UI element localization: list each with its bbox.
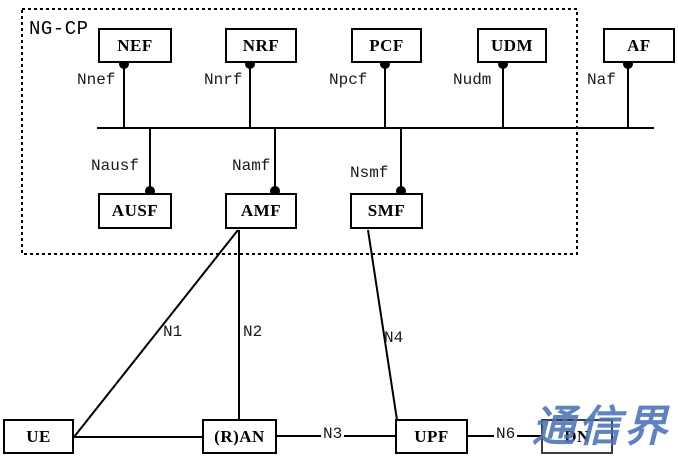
node-ausf: AUSF [98,193,172,229]
node-ran: (R)AN [202,419,277,454]
node-ue-label: UE [26,426,51,446]
node-amf-label: AMF [240,201,282,220]
link-n4-smf-upf [367,229,398,421]
node-af: AF [603,28,675,63]
node-dn-label: DN [564,426,590,446]
node-smf-label: SMF [367,201,406,220]
node-ue: UE [3,419,74,454]
watermark: 通信界 [532,402,670,452]
node-upf: UPF [395,419,468,454]
node-ran-label: (R)AN [214,426,265,446]
link-n1-amf-ue [73,229,239,438]
node-nrf: NRF [225,28,297,63]
node-amf: AMF [225,193,297,229]
node-af-label: AF [627,35,651,55]
node-dn: DN [541,419,613,454]
node-smf: SMF [350,193,423,229]
ng-cp-dashed-border [21,8,578,255]
ng-cp-group-label: NG-CP [29,18,89,40]
label-n4: N4 [384,329,404,347]
node-udm-label: UDM [490,35,534,55]
node-ausf-label: AUSF [111,201,159,220]
label-n3: N3 [321,425,345,443]
label-namf: Namf [232,157,271,175]
label-nausf: Nausf [91,157,140,175]
node-upf-label: UPF [414,426,449,446]
label-n6: N6 [494,425,518,443]
label-nnef: Nnef [77,71,116,89]
label-npcf: Npcf [329,71,368,89]
node-nef-label: NEF [117,35,153,55]
node-pcf: PCF [351,28,422,63]
node-pcf-label: PCF [369,35,404,55]
label-nnrf: Nnrf [204,71,243,89]
node-udm: UDM [477,28,547,63]
label-naf: Naf [587,71,616,89]
node-nef: NEF [98,28,172,63]
label-n2: N2 [243,323,263,341]
label-nudm: Nudm [453,71,492,89]
node-nrf-label: NRF [242,35,280,55]
label-nsmf: Nsmf [350,164,389,182]
label-n1: N1 [163,323,183,341]
